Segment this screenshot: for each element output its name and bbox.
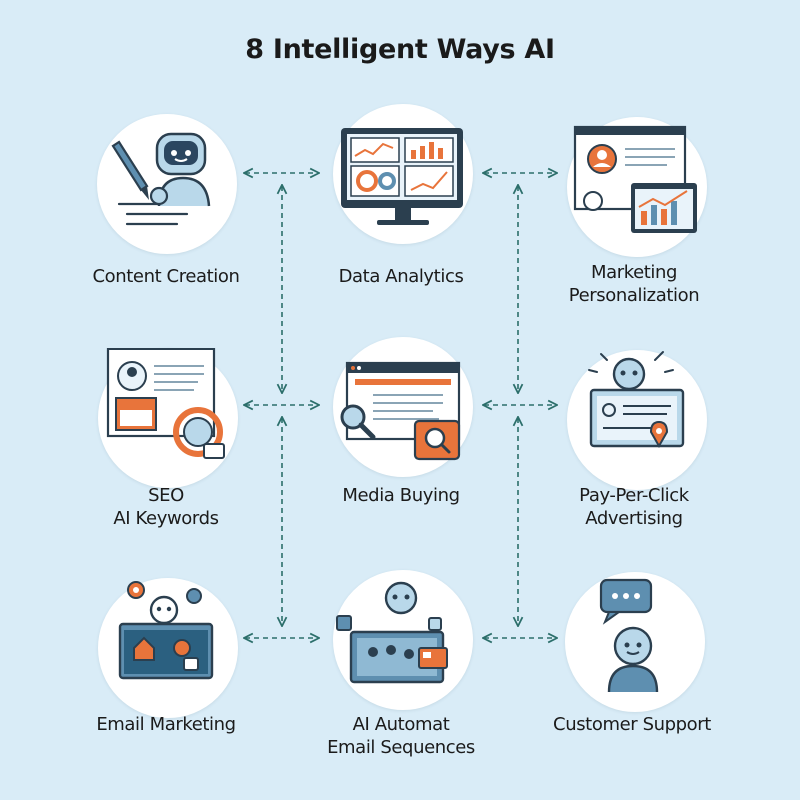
label-media-buying: Media Buying <box>342 485 460 506</box>
label-email-marketing: Email Marketing <box>96 714 236 735</box>
support-chat-icon <box>599 578 659 693</box>
node-media-buying <box>333 337 473 477</box>
node-marketing-personalization <box>567 117 707 257</box>
node-content-creation <box>97 114 237 254</box>
node-seo-ai-keywords <box>98 348 238 488</box>
node-ai-automat-email <box>333 570 473 710</box>
profile-charts-icon <box>573 125 697 233</box>
robot-email-icon <box>118 581 214 680</box>
seo-profile-icon <box>106 348 225 459</box>
robot-writing-icon <box>111 132 211 226</box>
robot-ad-icon <box>588 351 685 449</box>
analytics-dashboard-icon <box>341 128 463 225</box>
label-customer-support: Customer Support <box>553 714 711 735</box>
node-email-marketing <box>98 578 238 718</box>
node-data-analytics <box>333 104 473 244</box>
browser-search-icon <box>340 361 461 461</box>
label-ai-automat-email: AI Automat Email Sequences <box>327 714 475 758</box>
robot-sequence-icon <box>336 581 448 684</box>
node-pay-per-click <box>567 350 707 490</box>
label-marketing-personalization: Marketing Personalization <box>568 262 700 306</box>
label-pay-per-click: Pay-Per-Click Advertising <box>579 485 689 529</box>
page-title: 8 Intelligent Ways AI <box>245 34 555 65</box>
label-content-creation: Content Creation <box>92 266 240 287</box>
node-customer-support <box>565 572 705 712</box>
label-seo-ai-keywords: SEO AI Keywords <box>113 485 219 529</box>
label-data-analytics: Data Analytics <box>338 266 464 287</box>
